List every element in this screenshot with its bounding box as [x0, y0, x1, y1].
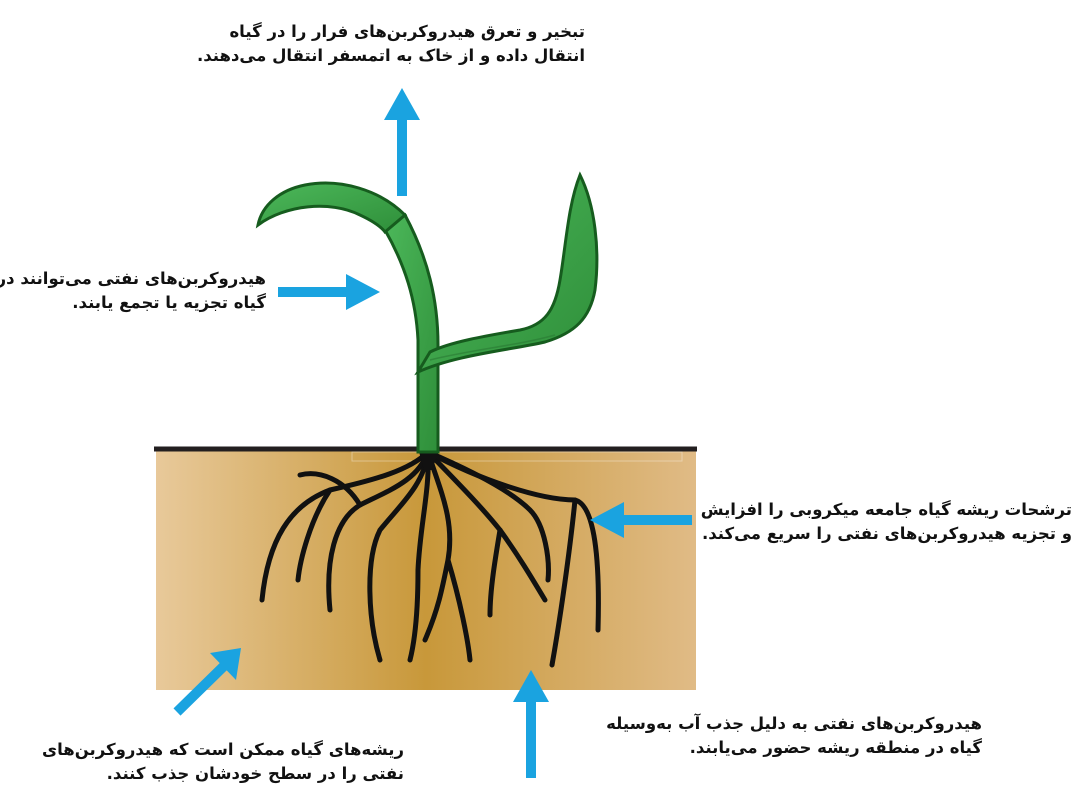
- caption-degradation-line-1: هیدروکربن‌های نفتی می‌توانند در: [4, 267, 266, 291]
- arrow-up-transpiration: [384, 88, 420, 196]
- plant-leaf-left: [258, 183, 405, 232]
- caption-exudates-line-1: ترشحات ریشه گیاه جامعه میکروبی را افزایش: [700, 498, 1072, 522]
- caption-root-zone: هیدروکربن‌های نفتی به دلیل جذب آب به‌وسی…: [606, 712, 982, 760]
- caption-root-exudates: ترشحات ریشه گیاه جامعه میکروبی را افزایش…: [700, 498, 1072, 546]
- caption-degradation: هیدروکربن‌های نفتی می‌توانند در گیاه تجز…: [4, 267, 266, 315]
- plant-leaf-right: [418, 175, 597, 372]
- arrow-right-into-plant: [278, 274, 380, 310]
- caption-root-zone-line-2: گیاه در منطقه ریشه حضور می‌یابند.: [606, 736, 982, 760]
- caption-exudates-line-2: و تجزیه هیدروکربن‌های نفتی را سریع می‌کن…: [700, 522, 1072, 546]
- caption-transpiration: تبخیر و تعرق هیدروکربن‌های فرار را در گی…: [210, 20, 585, 68]
- caption-degradation-line-2: گیاه تجزیه یا تجمع یابند.: [4, 291, 266, 315]
- caption-transpiration-line-1: تبخیر و تعرق هیدروکربن‌های فرار را در گی…: [210, 20, 585, 44]
- caption-root-zone-line-1: هیدروکربن‌های نفتی به دلیل جذب آب به‌وسی…: [606, 712, 982, 736]
- caption-root-adsorption: ریشه‌های گیاه ممکن است که هیدروکربن‌های …: [4, 738, 404, 786]
- caption-transpiration-line-2: انتقال داده و از خاک به اتمسفر انتقال می…: [210, 44, 585, 68]
- caption-adsorption-line-2: نفتی را در سطح خودشان جذب کنند.: [4, 762, 404, 786]
- plant-stem: [385, 215, 438, 452]
- caption-adsorption-line-1: ریشه‌های گیاه ممکن است که هیدروکربن‌های: [4, 738, 404, 762]
